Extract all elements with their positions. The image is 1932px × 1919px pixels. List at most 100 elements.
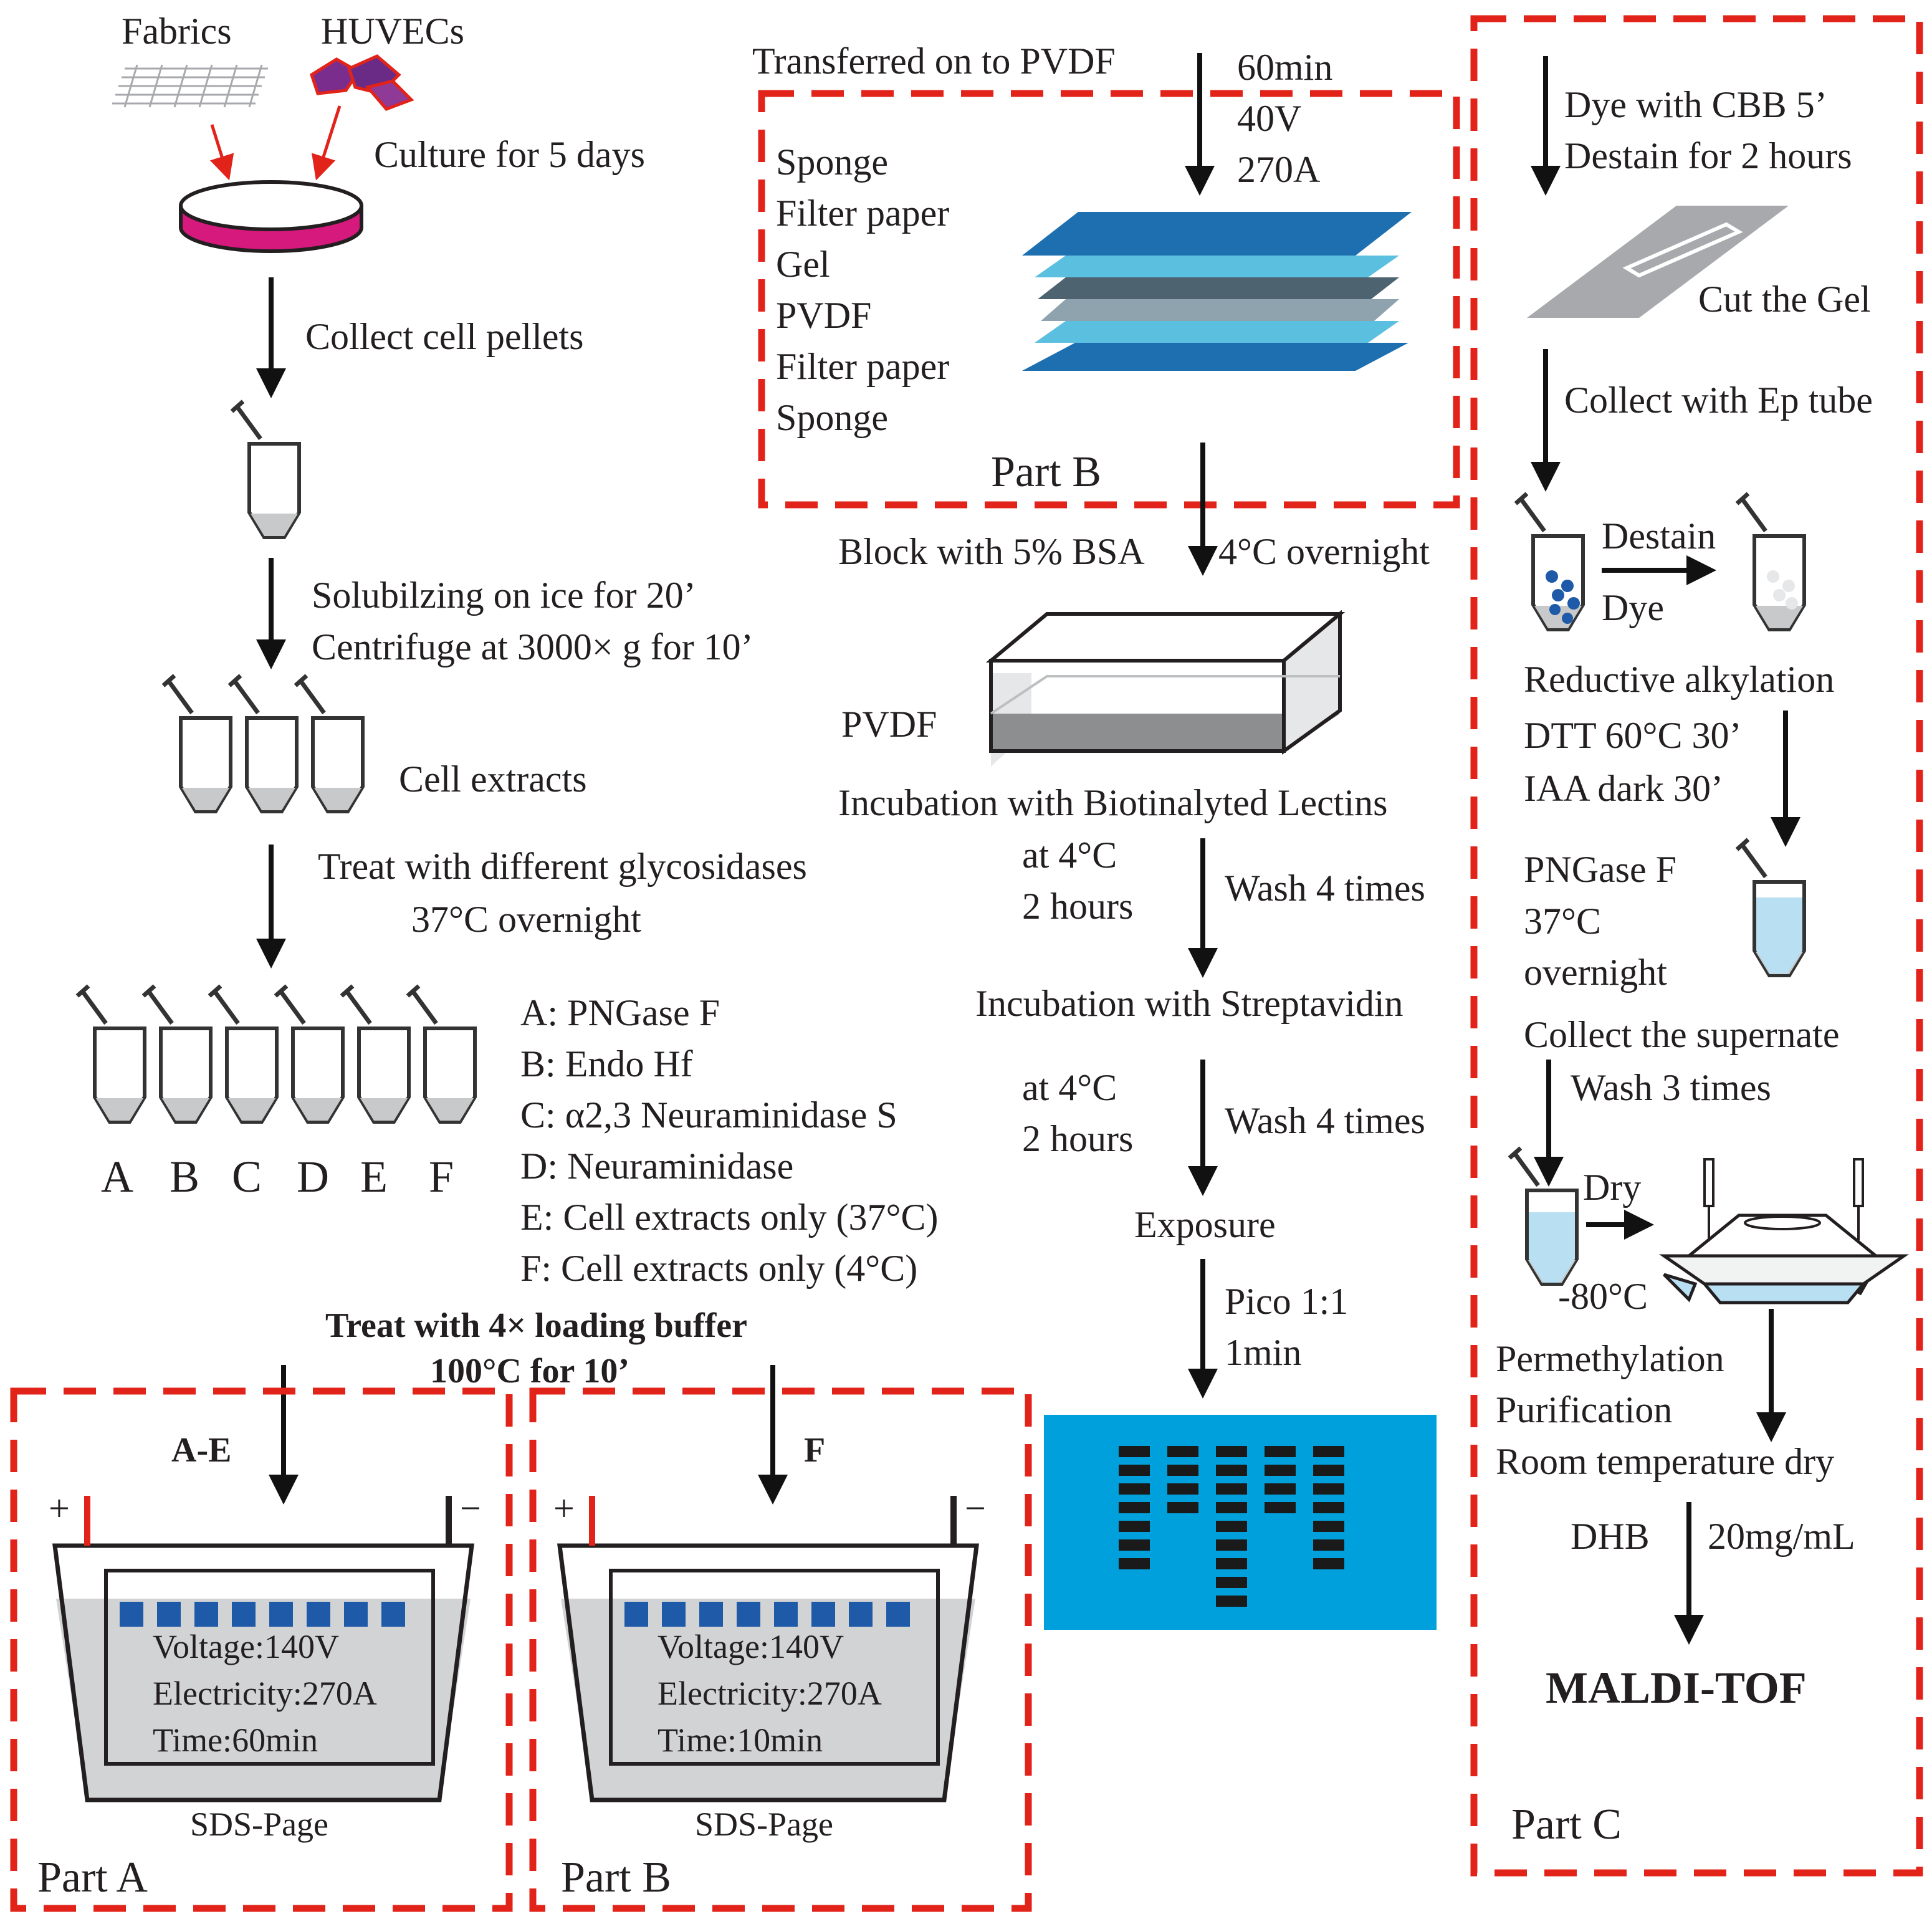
legend-e: E: Cell extracts only (37°C) bbox=[520, 1197, 939, 1238]
loading-temp-text: 100°C for 10’ bbox=[430, 1352, 629, 1390]
tube-icon bbox=[232, 401, 299, 537]
pico-time: 1min bbox=[1225, 1332, 1301, 1373]
transfer-box bbox=[758, 90, 1460, 509]
plus-left: + bbox=[49, 1488, 70, 1529]
tube-b-icon bbox=[143, 986, 211, 1122]
gel-left-time: Time:60min bbox=[153, 1721, 318, 1759]
exposure-text: Exposure bbox=[1134, 1204, 1276, 1245]
part-c-label: Part C bbox=[1511, 1801, 1622, 1849]
dry-label: Dry bbox=[1583, 1167, 1641, 1208]
transfer-time: 60min bbox=[1237, 47, 1332, 88]
part-b-transfer-label: Part B bbox=[991, 448, 1101, 496]
collect-supernate-text: Collect the supernate bbox=[1524, 1014, 1839, 1055]
gel-left-voltage: Voltage:140V bbox=[153, 1628, 339, 1665]
part-a-box bbox=[10, 1387, 513, 1912]
tube-e-icon bbox=[342, 986, 409, 1122]
legend-f: F: Cell extracts only (4°C) bbox=[520, 1248, 917, 1289]
tube-letter-c: C bbox=[232, 1152, 262, 1202]
transfer-stack-icon bbox=[1022, 212, 1412, 371]
minus-left: − bbox=[460, 1488, 481, 1529]
pngase-text: PNGase F bbox=[1524, 849, 1676, 890]
room-dry-text: Room temperature dry bbox=[1496, 1441, 1834, 1482]
gel-right-voltage: Voltage:140V bbox=[658, 1628, 844, 1665]
solubilize-text: Solubilzing on ice for 20’ bbox=[312, 575, 696, 616]
transfer-current: 270A bbox=[1237, 149, 1320, 190]
huvecs-label: HUVECs bbox=[321, 11, 464, 52]
gel-right-time: Time:10min bbox=[658, 1721, 823, 1759]
temp-text: 37°C bbox=[1524, 901, 1601, 942]
wash-4-times-a: Wash 4 times bbox=[1225, 868, 1425, 909]
centrifuge-text: Centrifuge at 3000× g for 10’ bbox=[312, 626, 753, 668]
treat-temp-text: 37°C overnight bbox=[411, 899, 641, 940]
dhb-text: DHB bbox=[1571, 1516, 1650, 1557]
transferred-text: Transferred on to PVDF bbox=[752, 41, 1116, 82]
purification-text: Purification bbox=[1496, 1389, 1672, 1430]
dye-text: Dye with CBB 5’ bbox=[1564, 84, 1827, 125]
ep-tube-solution-icon bbox=[1737, 840, 1804, 975]
huvec-cells-icon bbox=[310, 54, 414, 111]
gel-right-electricity: Electricity:270A bbox=[658, 1675, 882, 1712]
stack-layer-3: Gel bbox=[776, 244, 830, 285]
ep-tube-blue-icon bbox=[1516, 494, 1583, 629]
dhb-conc-text: 20mg/mL bbox=[1708, 1516, 1855, 1557]
stack-layer-1: Sponge bbox=[776, 141, 888, 183]
legend-a: A: PNGase F bbox=[520, 992, 720, 1033]
tube-letter-f: F bbox=[429, 1152, 454, 1202]
fabrics-label: Fabrics bbox=[122, 11, 232, 52]
block-text: Block with 5% BSA bbox=[838, 531, 1145, 572]
transfer-voltage: 40V bbox=[1237, 98, 1301, 139]
sds-page-left: SDS-Page bbox=[190, 1806, 328, 1843]
legend-b: B: Endo Hf bbox=[520, 1043, 693, 1084]
overnight-text: overnight bbox=[1524, 952, 1667, 993]
ep-tube-clear-icon bbox=[1737, 494, 1804, 629]
tube-d-icon bbox=[275, 986, 343, 1122]
tube-letter-d: D bbox=[297, 1152, 329, 1202]
freeze-dryer-icon bbox=[1658, 1158, 1910, 1304]
part-b-gel-label: Part B bbox=[561, 1854, 671, 1902]
dye-label: Dye bbox=[1602, 587, 1664, 628]
tube-icon bbox=[295, 676, 363, 811]
maldi-tof-text: MALDI-TOF bbox=[1546, 1663, 1807, 1713]
minus-80-label: -80°C bbox=[1558, 1276, 1648, 1317]
legend-c: C: α2,3 Neuraminidase S bbox=[520, 1094, 897, 1136]
incubation-lectins-text: Incubation with Biotinalyted Lectins bbox=[838, 782, 1387, 823]
strep-temp: at 4°C bbox=[1022, 1067, 1117, 1108]
fabric-mesh-icon bbox=[112, 64, 268, 108]
pico-text: Pico 1:1 bbox=[1225, 1281, 1348, 1322]
legend-d: D: Neuraminidase bbox=[520, 1146, 793, 1187]
gel-tank-left bbox=[52, 1496, 474, 1802]
stack-layer-6: Sponge bbox=[776, 397, 888, 438]
tube-letter-b: B bbox=[170, 1152, 199, 1202]
incubation-strep-text: Incubation with Streptavidin bbox=[975, 983, 1404, 1024]
gel-left-electricity: Electricity:270A bbox=[153, 1675, 377, 1712]
stack-layer-2: Filter paper bbox=[776, 193, 949, 234]
ep-tube-dry-icon bbox=[1509, 1148, 1577, 1284]
wash-3-times-text: Wash 3 times bbox=[1571, 1067, 1771, 1108]
exposure-film bbox=[1044, 1415, 1437, 1630]
cut-gel-text: Cut the Gel bbox=[1698, 279, 1871, 320]
tube-a-icon bbox=[77, 986, 145, 1122]
collect-pellets-text: Collect cell pellets bbox=[305, 316, 584, 357]
gel-tank-right bbox=[557, 1496, 979, 1802]
cell-extracts-text: Cell extracts bbox=[399, 759, 587, 800]
stack-layer-4: PVDF bbox=[776, 295, 871, 336]
gel-right-label: F bbox=[804, 1431, 825, 1470]
destain-label: Destain bbox=[1602, 515, 1716, 557]
part-a-label: Part A bbox=[37, 1854, 148, 1902]
lectin-temp: at 4°C bbox=[1022, 835, 1117, 876]
wash-4-times-b: Wash 4 times bbox=[1225, 1100, 1425, 1141]
tube-f-icon bbox=[408, 986, 475, 1122]
incubation-box-icon bbox=[985, 610, 1346, 767]
gel-slice-icon bbox=[1527, 206, 1789, 318]
part-b-gel-box bbox=[529, 1387, 1032, 1912]
tube-letter-e: E bbox=[360, 1152, 388, 1202]
pvdf-label: PVDF bbox=[841, 704, 937, 745]
tube-c-icon bbox=[209, 986, 277, 1122]
dtt-text: DTT 60°C 30’ bbox=[1524, 715, 1742, 756]
block-condition: 4°C overnight bbox=[1218, 531, 1430, 572]
permethylation-text: Permethylation bbox=[1496, 1338, 1724, 1379]
tube-icon bbox=[229, 676, 297, 811]
lectin-time: 2 hours bbox=[1022, 886, 1133, 927]
